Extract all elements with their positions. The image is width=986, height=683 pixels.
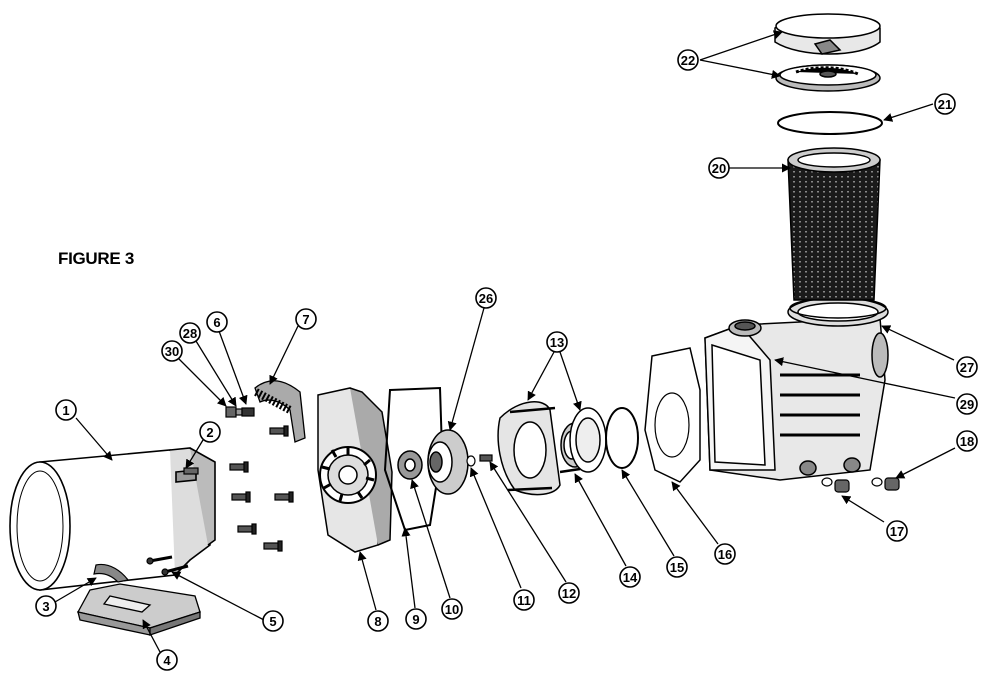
callout-2: 2: [199, 421, 221, 443]
svg-text:4: 4: [163, 653, 171, 668]
part-screw-12: [479, 454, 493, 462]
svg-text:26: 26: [479, 291, 493, 306]
callout-7: 7: [295, 308, 317, 330]
callout-21: 21: [934, 93, 956, 115]
svg-text:16: 16: [718, 547, 732, 562]
part-drain-plug-18: [871, 477, 900, 491]
part-screws-14: [559, 467, 581, 474]
svg-text:9: 9: [412, 612, 419, 627]
svg-text:18: 18: [960, 434, 974, 449]
part-fasteners-30-28-6: [225, 406, 255, 418]
callout-9: 9: [405, 608, 427, 630]
svg-text:28: 28: [183, 326, 197, 341]
part-gasket-9: [383, 386, 444, 532]
part-impeller-26: [427, 429, 469, 495]
svg-text:27: 27: [960, 360, 974, 375]
figure-title: FIGURE 3: [58, 249, 134, 268]
svg-text:17: 17: [890, 524, 904, 539]
part-motor-key: [183, 467, 199, 475]
leader-lines: [54, 30, 956, 653]
part-motor: [9, 447, 216, 591]
svg-text:14: 14: [623, 570, 638, 585]
svg-text:30: 30: [165, 344, 179, 359]
callout-26: 26: [475, 287, 497, 309]
callout-18: 18: [956, 430, 978, 452]
svg-text:13: 13: [550, 335, 564, 350]
part-studs: [229, 425, 294, 552]
callout-10: 10: [441, 598, 463, 620]
callout-5: 5: [262, 610, 284, 632]
svg-text:20: 20: [712, 161, 726, 176]
svg-text:2: 2: [206, 425, 213, 440]
callout-3: 3: [35, 595, 57, 617]
svg-text:22: 22: [681, 53, 695, 68]
part-lid-22: [774, 13, 881, 92]
part-motor-foot: [77, 583, 201, 636]
svg-text:3: 3: [42, 599, 49, 614]
svg-text:29: 29: [960, 397, 974, 412]
part-pump-housing: [704, 297, 889, 481]
part-o-ring-15: [605, 407, 639, 469]
part-impeller-10: [397, 450, 423, 480]
svg-text:7: 7: [302, 312, 309, 327]
callout-20: 20: [708, 157, 730, 179]
part-seal-plate-8: [317, 387, 393, 553]
svg-text:11: 11: [517, 593, 531, 608]
svg-text:5: 5: [269, 614, 276, 629]
part-diffuser-13: [497, 401, 607, 496]
callout-13: 13: [546, 331, 568, 353]
svg-text:21: 21: [938, 97, 952, 112]
callout-17: 17: [886, 520, 908, 542]
part-o-ring-21: [777, 111, 883, 135]
part-drain-plug-17: [821, 477, 850, 493]
callout-15: 15: [666, 556, 688, 578]
callout-12: 12: [558, 582, 580, 604]
callout-11: 11: [513, 589, 535, 611]
callout-22: 22: [677, 49, 699, 71]
part-gasket-3: [93, 563, 130, 583]
callout-16: 16: [714, 543, 736, 565]
callout-28: 28: [179, 322, 201, 344]
part-screws-5: [146, 555, 189, 576]
callout-8: 8: [367, 610, 389, 632]
svg-text:15: 15: [670, 560, 684, 575]
svg-text:8: 8: [374, 614, 381, 629]
part-washer-11: [466, 455, 476, 467]
callout-1: 1: [55, 399, 77, 421]
svg-text:12: 12: [562, 586, 576, 601]
callout-6: 6: [206, 311, 228, 333]
callout-29: 29: [956, 393, 978, 415]
part-strainer-basket-20: [787, 147, 881, 301]
svg-text:1: 1: [62, 403, 69, 418]
svg-text:6: 6: [213, 315, 220, 330]
callout-30: 30: [161, 340, 183, 362]
callout-27: 27: [956, 356, 978, 378]
callout-14: 14: [619, 566, 641, 588]
callout-4: 4: [156, 649, 178, 671]
svg-text:10: 10: [445, 602, 459, 617]
